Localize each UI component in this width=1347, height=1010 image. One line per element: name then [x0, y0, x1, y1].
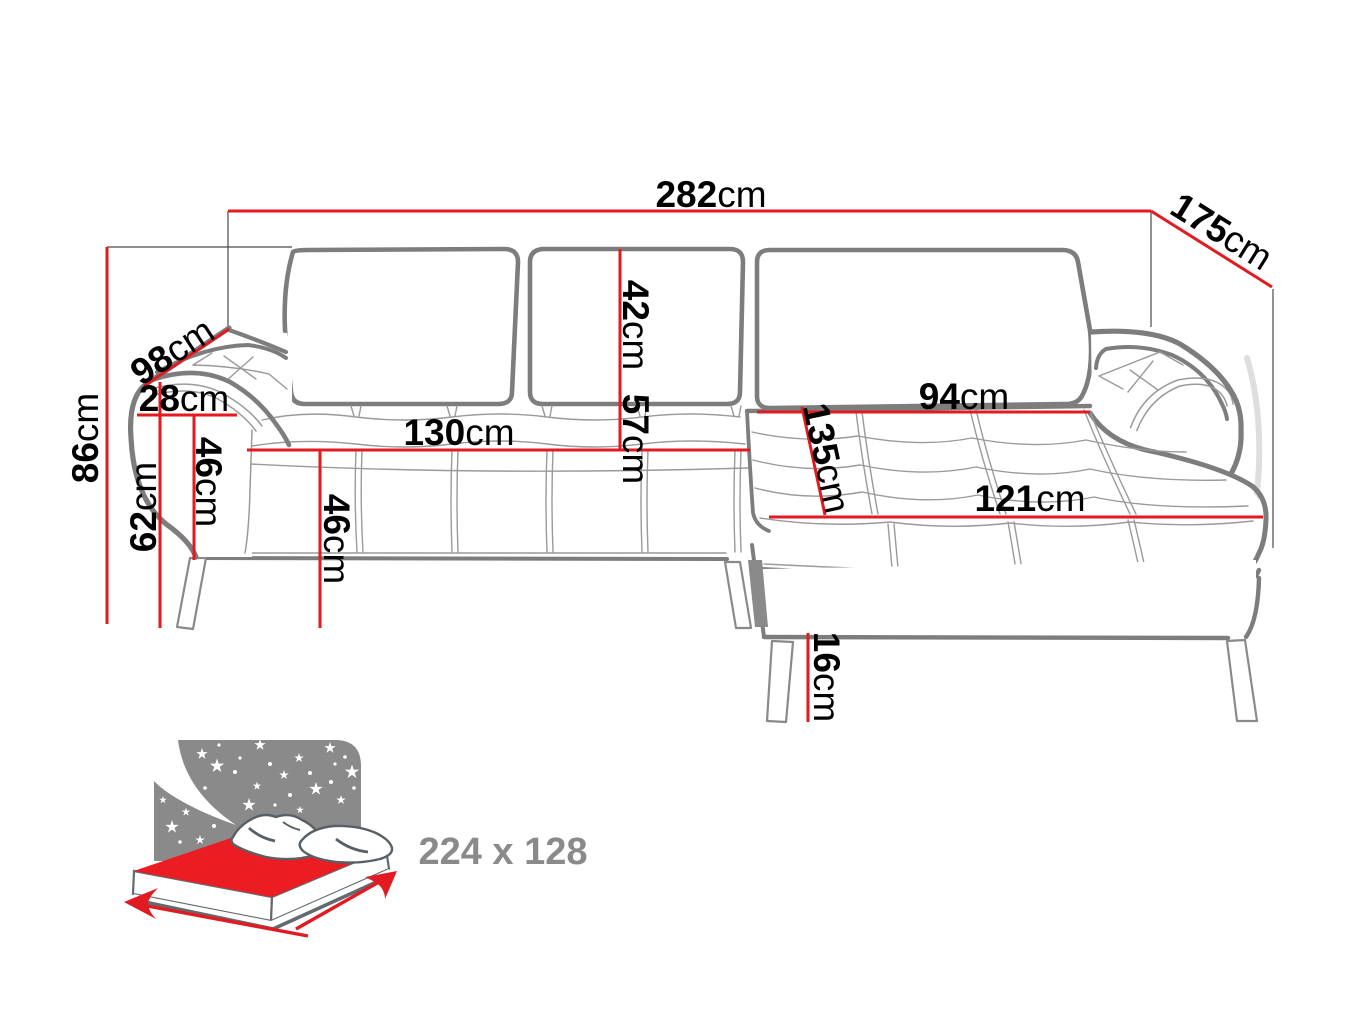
svg-text:282cm: 282cm — [655, 174, 766, 215]
svg-text:16cm: 16cm — [806, 632, 847, 722]
svg-text:46cm: 46cm — [316, 494, 357, 584]
svg-text:224 x 128: 224 x 128 — [418, 831, 587, 873]
svg-text:130cm: 130cm — [403, 412, 514, 453]
svg-text:86cm: 86cm — [65, 393, 106, 483]
svg-text:28cm: 28cm — [139, 378, 229, 419]
svg-text:42cm: 42cm — [615, 280, 656, 370]
svg-text:94cm: 94cm — [919, 376, 1009, 417]
svg-text:46cm: 46cm — [188, 437, 229, 527]
svg-text:62cm: 62cm — [123, 462, 164, 552]
svg-text:57cm: 57cm — [615, 394, 656, 484]
svg-text:121cm: 121cm — [974, 478, 1085, 519]
